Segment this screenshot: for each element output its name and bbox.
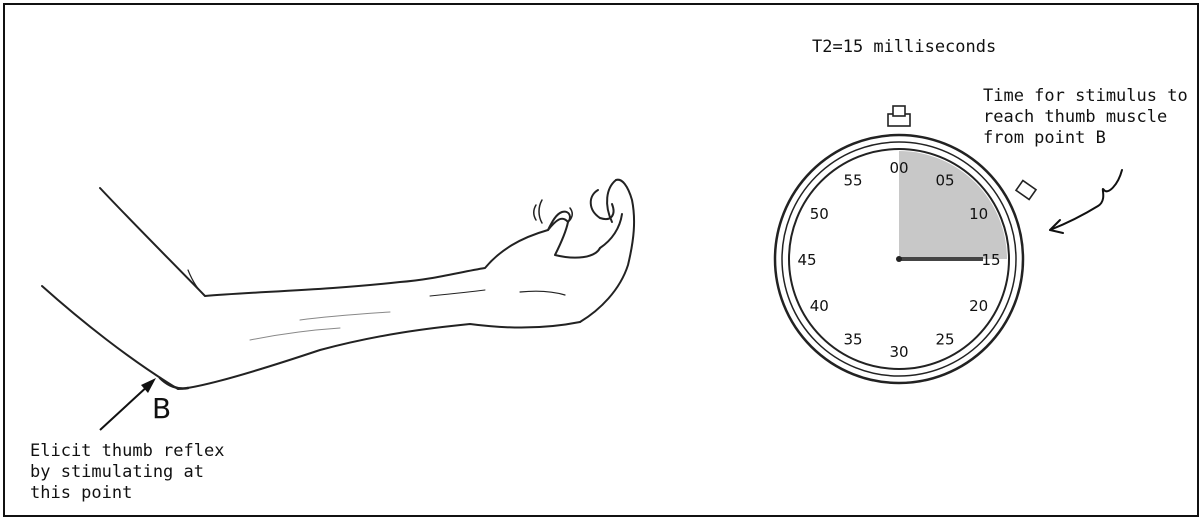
arm-illustration [42, 180, 634, 389]
dial-label-15: 15 [981, 251, 1000, 269]
dial-label-35: 35 [843, 331, 862, 349]
elapsed-time-fill [899, 151, 1007, 259]
dial-label-30: 30 [889, 343, 908, 361]
stopwatch-pivot [896, 256, 902, 262]
stimulus-note: Time for stimulus to reach thumb muscle … [983, 86, 1188, 149]
dial-label-40: 40 [810, 297, 829, 315]
point-b-arrow [100, 378, 156, 430]
stimulus-arrow [1050, 170, 1122, 233]
dial-label-45: 45 [797, 251, 816, 269]
dial-label-20: 20 [969, 297, 988, 315]
stopwatch-side-button [1016, 180, 1036, 199]
elicit-note: Elicit thumb reflex by stimulating at th… [30, 441, 224, 504]
dial-label-25: 25 [935, 331, 954, 349]
t2-title: T2=15 milliseconds [812, 37, 996, 58]
dial-label-55: 55 [843, 171, 862, 189]
dial-label-10: 10 [969, 205, 988, 223]
dial-label-00: 00 [889, 159, 908, 177]
dial-label-50: 50 [810, 205, 829, 223]
point-b-label: B [152, 392, 171, 425]
dial-label-05: 05 [935, 171, 954, 189]
